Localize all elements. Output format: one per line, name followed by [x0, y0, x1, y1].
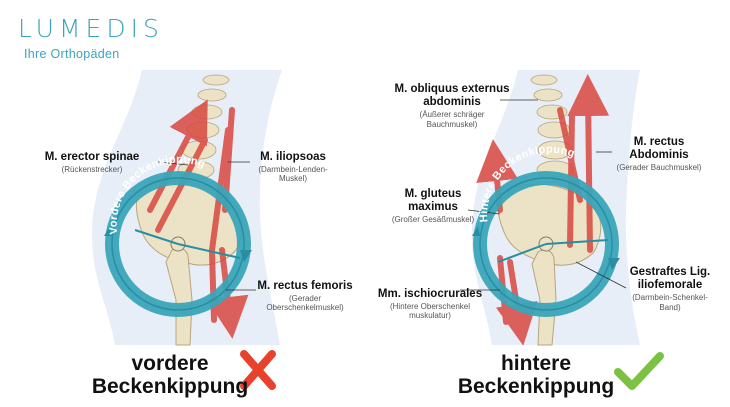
- label-iliopsoas: M. iliopsoas (Darmbein-Lenden- Muskel): [258, 151, 328, 184]
- brand-logo: LUMEDIS: [18, 14, 164, 43]
- right-title: hintere Beckenkippung: [457, 352, 615, 399]
- label-iliofemorale: Gestraftes Lig. iliofemorale (Darmbein-S…: [629, 266, 711, 312]
- right-anatomy: [460, 70, 640, 346]
- left-anatomy: [92, 70, 282, 346]
- label-rectus-abdominis: M. rectus Abdominis (Gerader Bauchmuskel…: [616, 136, 702, 173]
- label-obliquus: M. obliquus externus abdominis (Äußerer …: [394, 83, 510, 129]
- label-gluteus: M. gluteus maximus (Großer Gesäßmuskel): [391, 188, 475, 225]
- left-title: vordere Beckenkippung: [91, 352, 249, 399]
- cross-icon: [240, 350, 276, 390]
- check-icon: [614, 352, 664, 390]
- label-rectus-femoris: M. rectus femoris (Gerader Oberschenkelm…: [257, 280, 353, 313]
- label-ischiocrurales: Mm. ischiocrurales (Hintere Oberschenkel…: [377, 288, 483, 321]
- brand-tagline: Ihre Orthopäden: [24, 47, 120, 61]
- label-erector-spinae: M. erector spinae (Rückenstrecker): [44, 151, 140, 175]
